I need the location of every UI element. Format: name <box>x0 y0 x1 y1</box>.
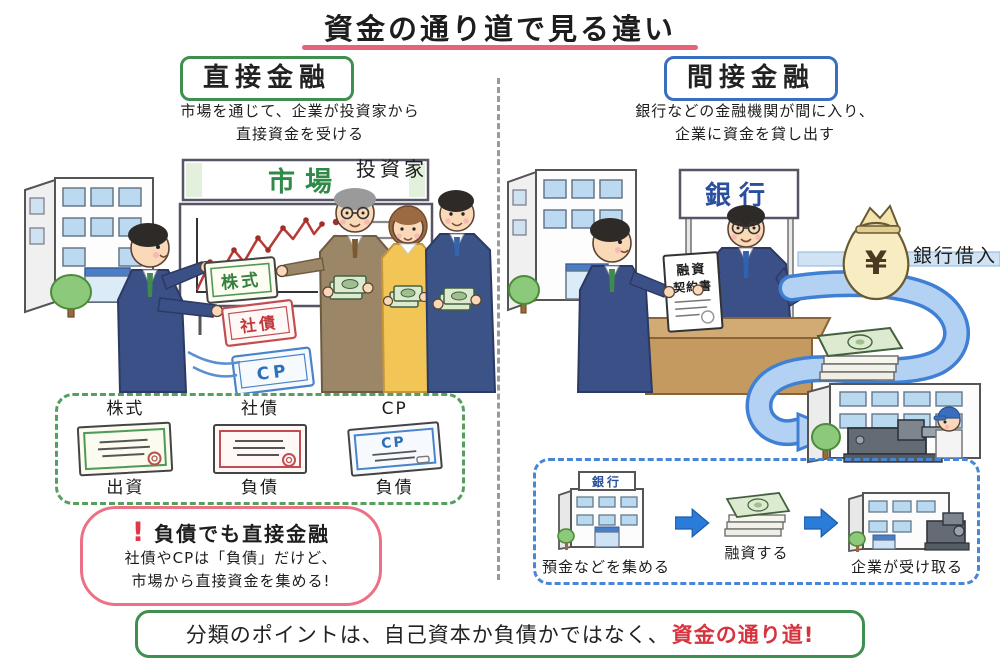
direct-finance-scene: 市場 <box>24 157 497 396</box>
money-bag-icon: ¥ <box>842 204 910 301</box>
direct-finance-subtitle: 市場を通じて、企業が投資家から 直接資金を受ける <box>180 102 420 143</box>
arrow-right-icon <box>675 507 710 538</box>
banker-hand <box>692 284 704 296</box>
motion-lines <box>187 350 241 378</box>
flow-step-lend-label: 融資する <box>724 543 789 562</box>
svg-text:株式: 株式 <box>220 269 262 293</box>
indirect-finance-subtitle: 銀行などの金融機関が間に入り、 企業に資金を貸し出す <box>635 102 875 143</box>
money-stack-icon <box>816 326 904 381</box>
svg-text:銀行: 銀行 <box>591 474 622 489</box>
svg-text:社債: 社債 <box>238 313 279 337</box>
borrower-hand <box>662 285 676 299</box>
flow-step-collect-label: 預金などを集める <box>542 557 671 576</box>
cp-certificate-icon: CP <box>346 421 443 477</box>
summary-bond: 社債 負債 <box>209 400 311 497</box>
money-bills-icon <box>322 275 374 300</box>
money-stack-icon <box>723 491 790 537</box>
investor-older-man <box>275 188 396 393</box>
company-building-icon <box>848 491 970 552</box>
factory-building <box>807 383 981 464</box>
tree-icon <box>811 423 841 460</box>
summary-bond-type: 負債 <box>240 478 279 498</box>
svg-text:契約書: 契約書 <box>672 278 713 296</box>
callout-title: 負債でも直接金融 <box>154 522 331 546</box>
svg-text:¥: ¥ <box>865 244 887 282</box>
cp-card: CP <box>231 346 315 396</box>
conclusion-banner: 分類のポイントは、自己資本か負債かではなく、 資金の通り道! <box>135 610 865 658</box>
summary-cp: CP CP 負債 <box>344 400 446 497</box>
bank-sign-label: 銀行 <box>705 180 773 211</box>
flow-step-lend: 融資する <box>715 483 799 563</box>
stock-certificate-icon <box>77 421 174 477</box>
tree-icon <box>508 275 540 314</box>
bank-loan-label: 銀行借入 <box>913 245 997 267</box>
svg-text:CP: CP <box>380 434 406 452</box>
svg-text:融資: 融資 <box>676 261 707 279</box>
investors-label: 投資家 <box>356 157 428 181</box>
money-bills-icon <box>432 287 482 311</box>
debt-note-callout: ! 負債でも直接金融 社債やCPは「負債」だけど、 市場から直接資金を集める! <box>80 506 382 606</box>
factory-worker <box>933 406 963 459</box>
bank-flow-box: 銀行 預金などを集める <box>533 458 980 585</box>
callout-line-2: 市場から直接資金を集める! <box>131 572 331 591</box>
bond-card: 社債 <box>221 299 297 347</box>
exclamation-icon: ! <box>131 517 145 548</box>
bond-certificate-icon <box>212 424 307 474</box>
summary-bond-label: 社債 <box>240 399 279 420</box>
stock-card: 株式 <box>203 256 279 304</box>
market-sign-label: 市場 <box>268 166 342 198</box>
conclusion-highlight: 資金の通り道! <box>671 623 815 647</box>
flow-step-receive-label: 企業が受け取る <box>850 557 963 576</box>
bank-building-icon: 銀行 <box>557 470 644 550</box>
indirect-finance-scene: 銀行 <box>507 168 1000 464</box>
flow-step-collect: 銀行 預金などを集める <box>542 469 670 577</box>
securities-summary-box: 株式 出資 社債 <box>55 393 465 505</box>
conclusion-text: 分類のポイントは、自己資本か負債かではなく、 <box>185 623 670 647</box>
summary-cp-label: CP <box>381 399 408 420</box>
indirect-finance-heading: 間接金融 <box>664 56 839 102</box>
title-underline <box>302 45 698 50</box>
center-divider <box>497 78 500 580</box>
borrower-businessman <box>576 218 669 393</box>
page-title: 資金の通り道で見る違い <box>323 12 676 46</box>
direct-finance-heading: 直接金融 <box>180 56 355 102</box>
svg-text:CP: CP <box>256 361 291 385</box>
summary-stock-type: 出資 <box>106 478 145 498</box>
summary-cp-type: 負債 <box>375 478 414 498</box>
tree-icon <box>50 274 92 318</box>
summary-stock-label: 株式 <box>106 399 145 420</box>
callout-line-1: 社債やCPは「負債」だけど、 <box>124 549 338 567</box>
investor-younger-man <box>424 190 497 393</box>
machine-icon <box>924 511 970 551</box>
flow-step-receive: 企業が受け取る <box>843 469 971 577</box>
summary-stock: 株式 出資 <box>74 400 176 497</box>
arrow-right-icon <box>803 507 838 538</box>
